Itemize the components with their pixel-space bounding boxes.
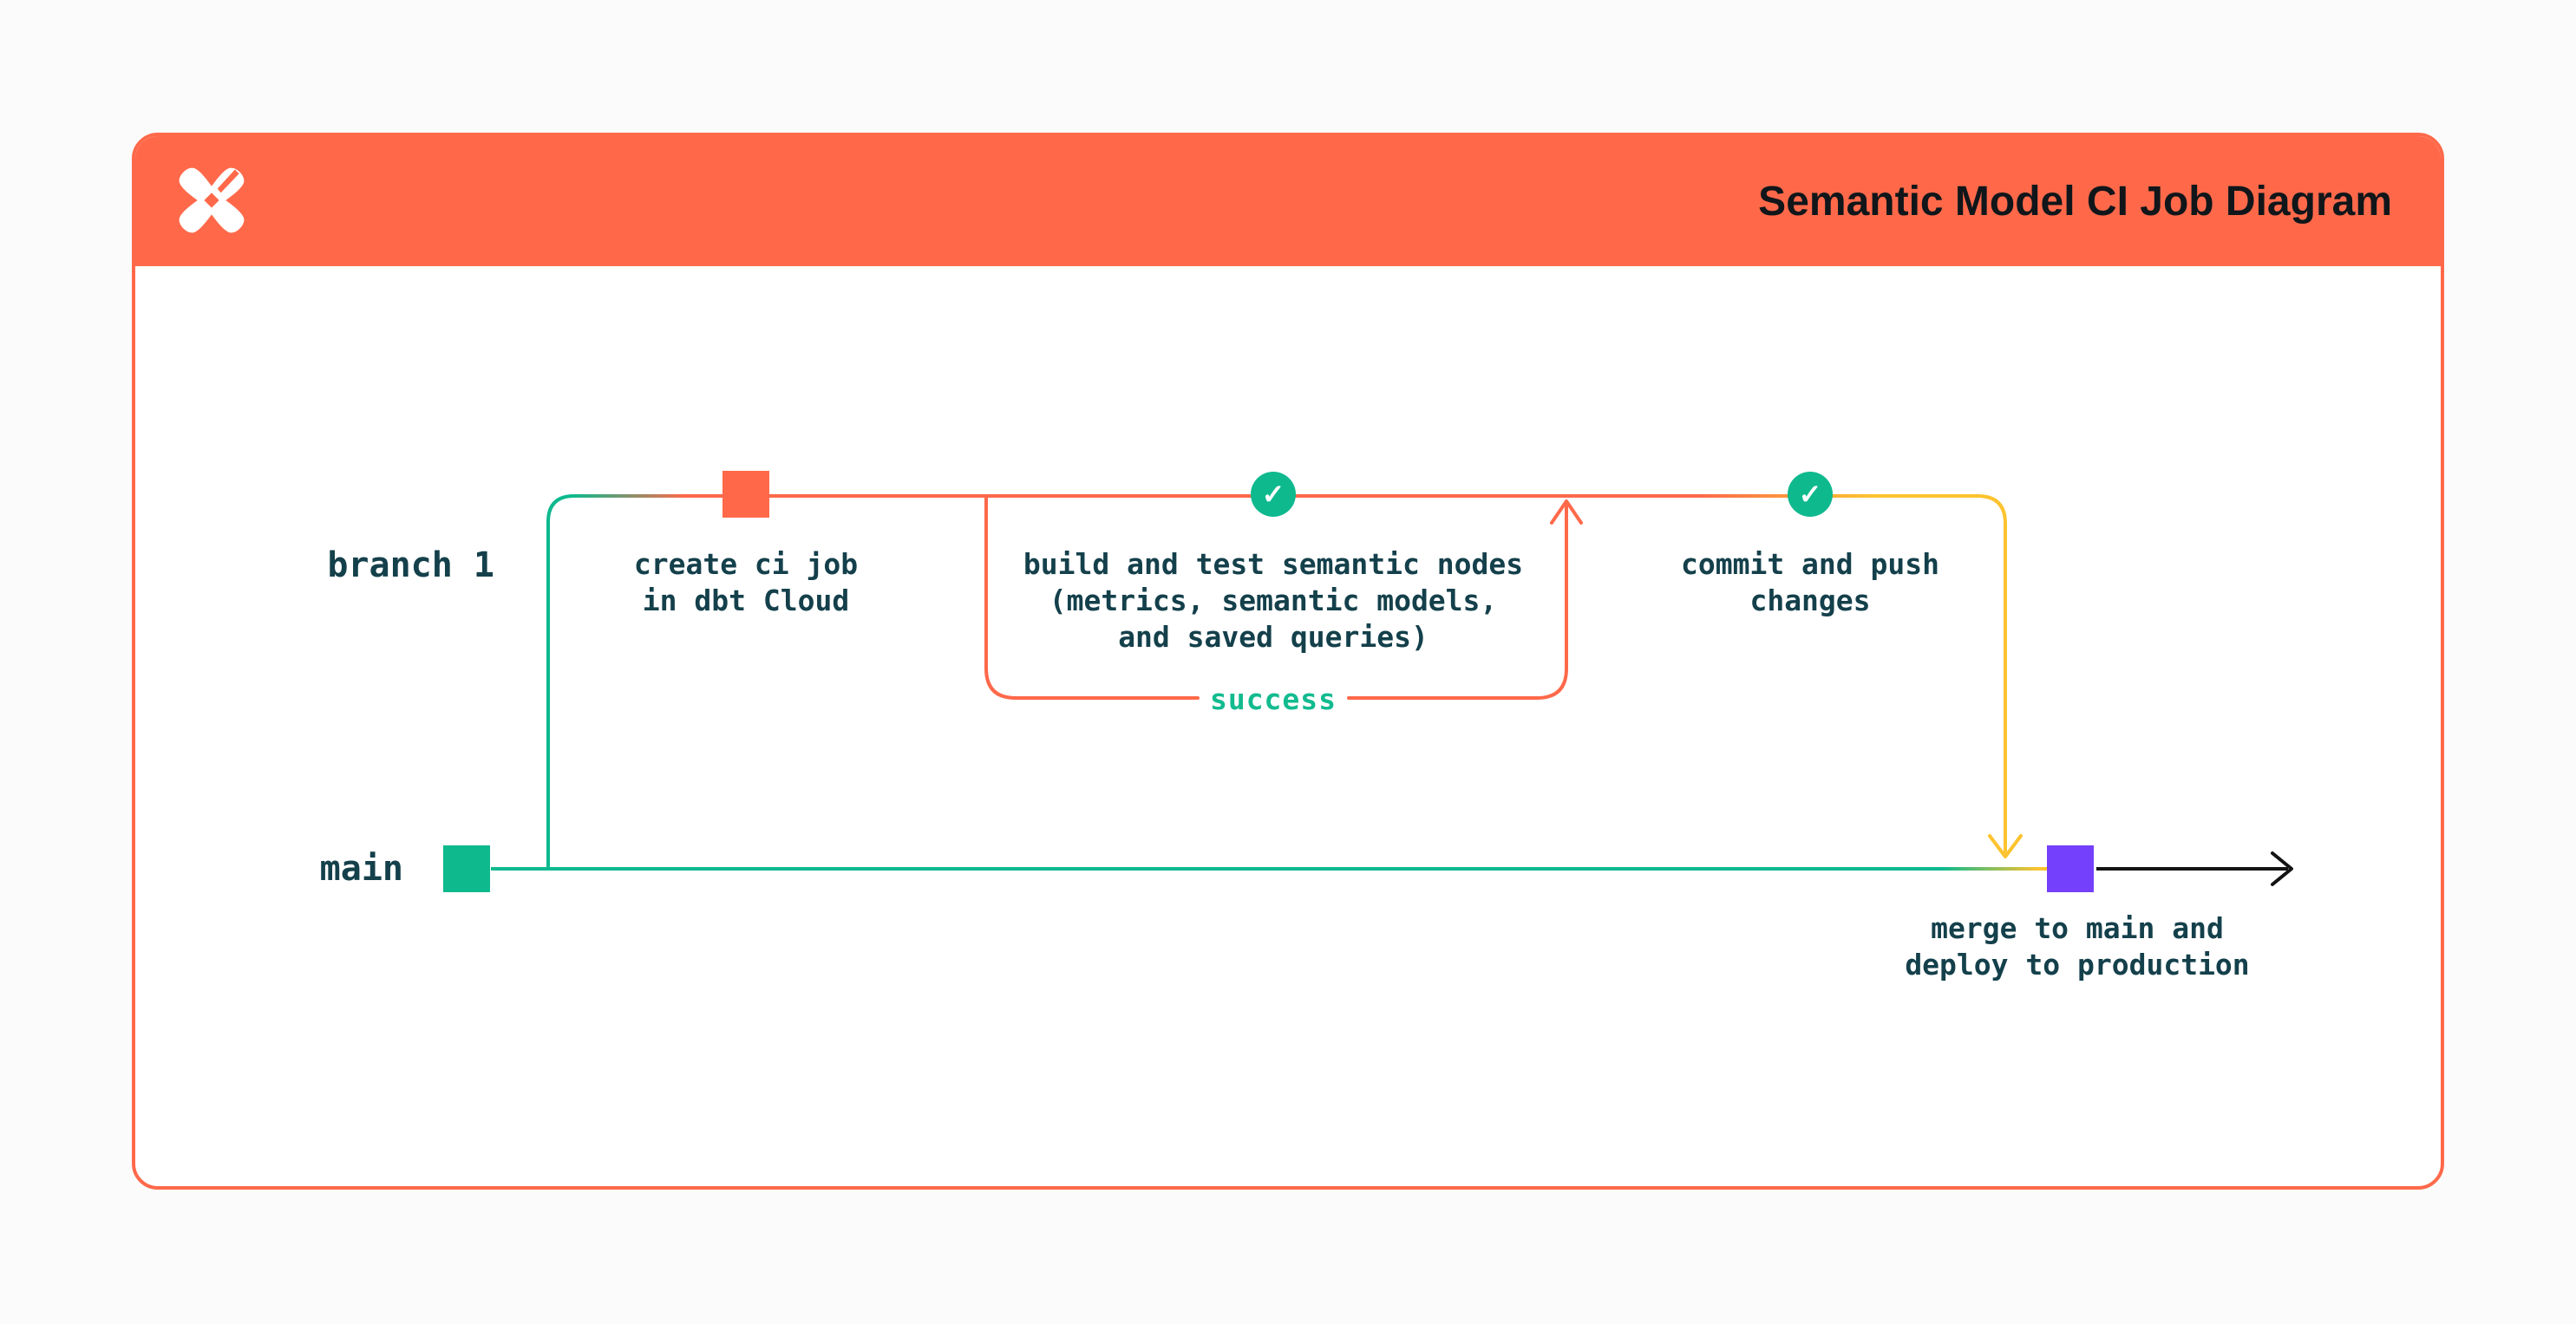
check-glyph: ✓ [1261, 479, 1285, 510]
check-icon: ✓ [1251, 472, 1296, 517]
main-label: main [319, 849, 403, 889]
dbt-logo-icon [179, 167, 245, 233]
check-glyph: ✓ [1798, 479, 1822, 510]
success-label: success [1209, 682, 1337, 716]
branch1-label: branch 1 [327, 545, 494, 585]
header-bar: Semantic Model CI Job Diagram [135, 136, 2441, 266]
step-merge-deploy-label: merge to main and deploy to production [1905, 911, 2250, 982]
merge-commit-node [2047, 845, 2094, 892]
diagram-card: Semantic Model CI Job Diagram [132, 133, 2444, 1190]
step-commit-push-label: commit and push changes [1680, 547, 1939, 617]
main-commit-node [443, 845, 490, 892]
page-title: Semantic Model CI Job Diagram [1758, 179, 2392, 225]
check-icon: ✓ [1788, 472, 1833, 517]
create-ci-commit-node [722, 471, 769, 518]
step-build-test-label: build and test semantic nodes (metrics, … [1023, 547, 1524, 654]
step-create-ci-label: create ci job in dbt Cloud [633, 547, 859, 617]
